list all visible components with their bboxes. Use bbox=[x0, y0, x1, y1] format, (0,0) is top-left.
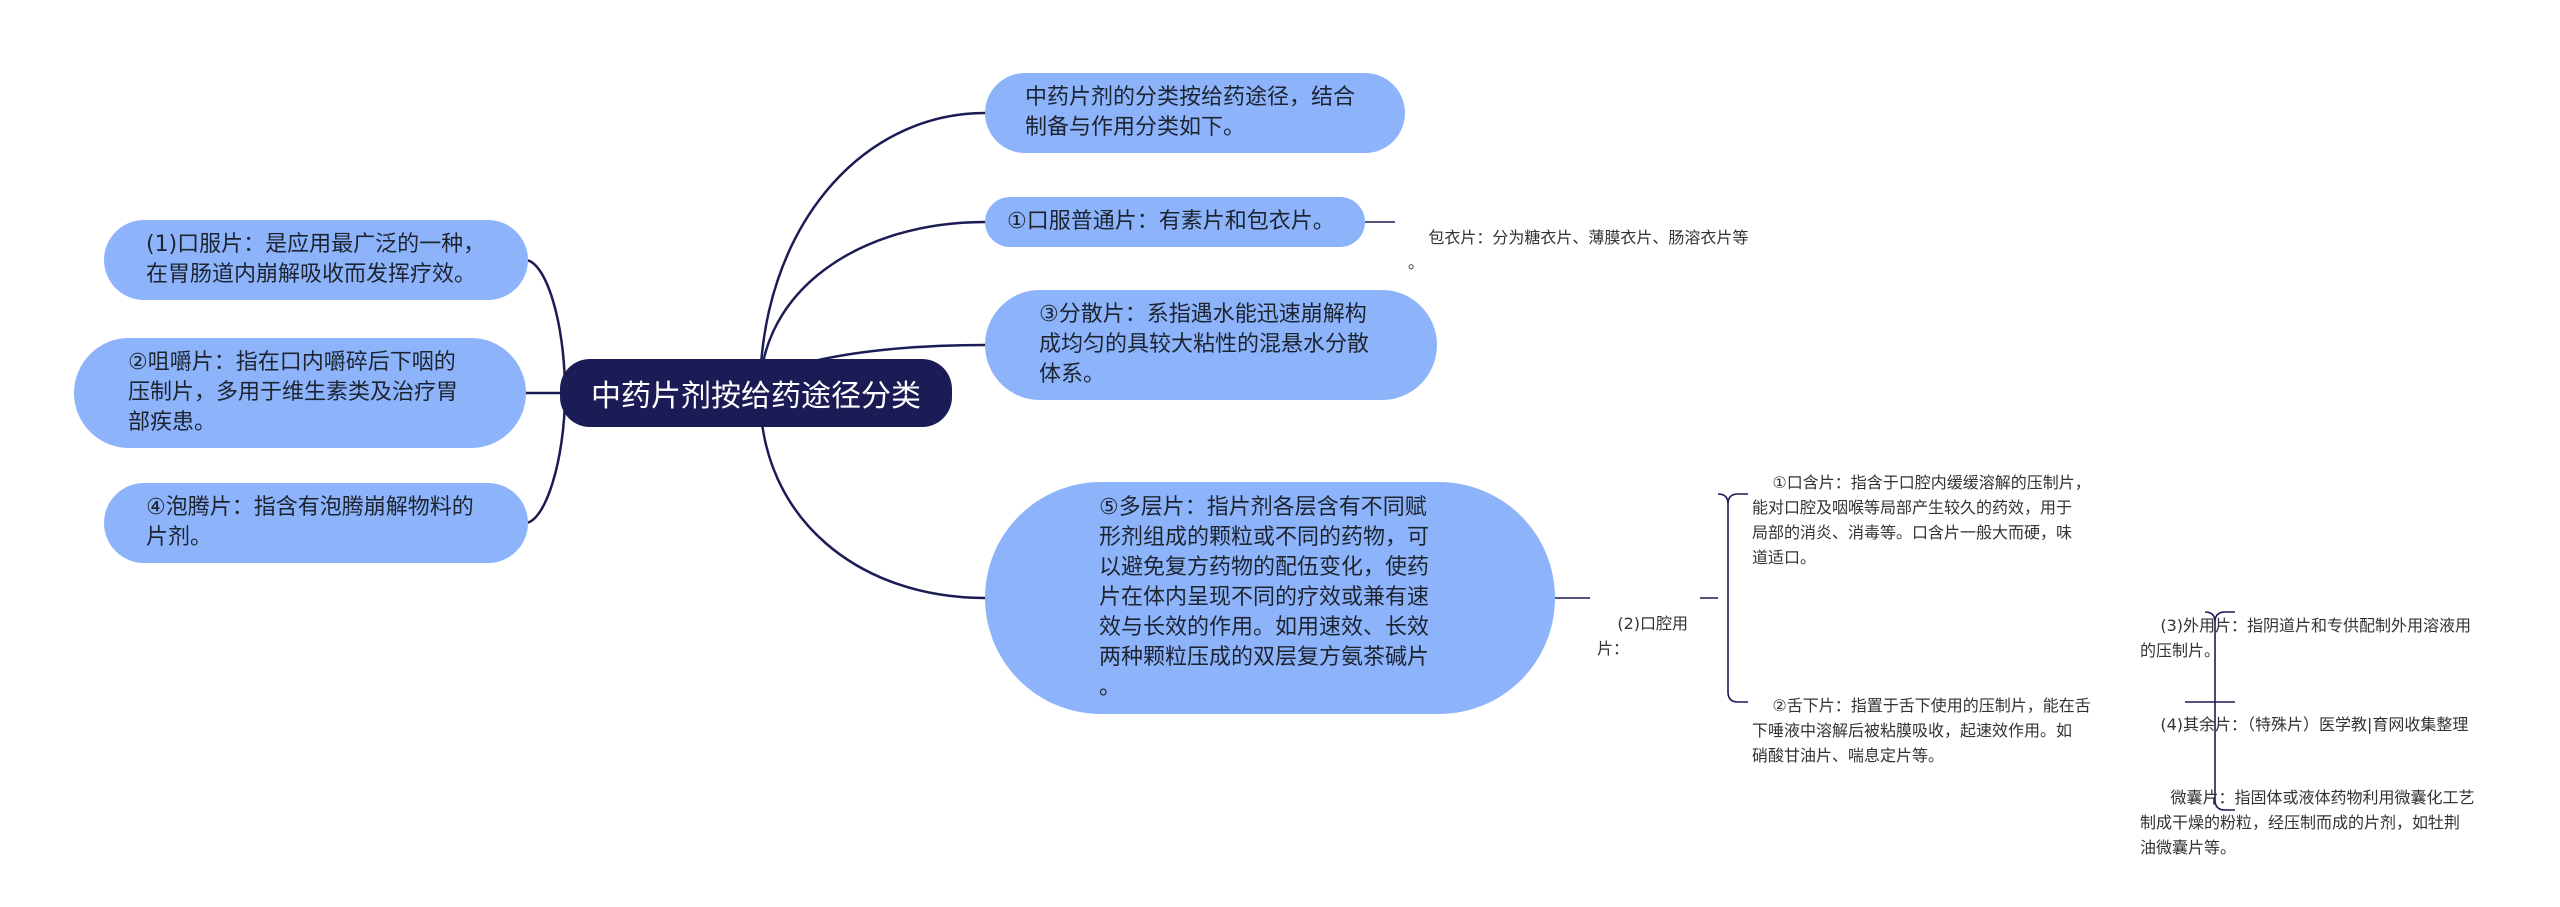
bracket-sublingual bbox=[2185, 611, 2235, 811]
leaf-microcapsule-tablet: 微囊片：指固体或液体药物利用微囊化工艺 制成干燥的粉粒，经压制而成的片剂，如牡荆… bbox=[2140, 760, 2530, 885]
leaf-external-tablet-label: (3)外用片：指阴道片和专供配制外用溶液用 的压制片。 bbox=[2140, 616, 2472, 660]
leaf-coated-tablet: 包衣片：分为糖衣片、薄膜衣片、肠溶衣片等 。 bbox=[1408, 200, 1768, 300]
node-effervescent-tablet-label: ④泡腾片：指含有泡腾崩解物料的 片剂。 bbox=[146, 495, 474, 550]
leaf-sublingual-tablet: ②舌下片：指置于舌下使用的压制片，能在舌 下唾液中溶解后被粘膜吸收，起速效作用。… bbox=[1752, 668, 2132, 793]
node-intro[interactable]: 中药片剂的分类按给药途径，结合 制备与作用分类如下。 bbox=[985, 73, 1405, 153]
link-center-oral bbox=[523, 258, 567, 395]
node-oral-tablet[interactable]: (1)口服片：是应用最广泛的一种， 在胃肠道内崩解吸收而发挥疗效。 bbox=[104, 220, 528, 300]
link-center-multilayer bbox=[758, 391, 987, 600]
leaf-buccal-tablet: ①口含片：指含于口腔内缓缓溶解的压制片， 能对口腔及咽喉等局部产生较久的药效，用… bbox=[1752, 445, 2132, 595]
link-center-oral-plain bbox=[758, 220, 987, 395]
link-center-intro bbox=[758, 111, 987, 395]
leaf-other-tablet: (4)其余片：（特殊片）医学教|育网收集整理 bbox=[2140, 687, 2520, 762]
node-oral-plain-tablet[interactable]: ①口服普通片：有素片和包衣片。 bbox=[985, 197, 1365, 247]
node-intro-label: 中药片剂的分类按给药途径，结合 制备与作用分类如下。 bbox=[1025, 85, 1356, 140]
node-chewable-tablet-label: ②咀嚼片：指在口内嚼碎后下咽的 压制片，多用于维生素类及治疗胃 部疾患。 bbox=[128, 350, 459, 435]
leaf-other-tablet-label: (4)其余片：（特殊片）医学教|育网收集整理 bbox=[2160, 715, 2469, 734]
central-topic-label: 中药片剂按给药途径分类 bbox=[591, 379, 921, 414]
node-chewable-tablet[interactable]: ②咀嚼片：指在口内嚼碎后下咽的 压制片，多用于维生素类及治疗胃 部疾患。 bbox=[74, 338, 526, 448]
node-oral-plain-tablet-label: ①口服普通片：有素片和包衣片。 bbox=[1007, 209, 1335, 234]
leaf-oral-cavity-tablet: (2)口腔用片： bbox=[1597, 586, 1707, 686]
central-topic[interactable]: 中药片剂按给药途径分类 bbox=[560, 359, 952, 427]
node-multilayer-tablet-label: ⑤多层片：指片剂各层含有不同赋 形剂组成的颗粒或不同的药物，可 以避免复方药物的… bbox=[1099, 495, 1430, 700]
node-dispersible-tablet[interactable]: ③分散片：系指遇水能迅速崩解构 成均匀的具较大粘性的混悬水分散 体系。 bbox=[985, 290, 1437, 400]
leaf-external-tablet: (3)外用片：指阴道片和专供配制外用溶液用 的压制片。 bbox=[2140, 588, 2500, 688]
leaf-oral-cavity-tablet-label: (2)口腔用片： bbox=[1597, 614, 1689, 658]
link-center-effervescent bbox=[523, 391, 567, 525]
node-multilayer-tablet[interactable]: ⑤多层片：指片剂各层含有不同赋 形剂组成的颗粒或不同的药物，可 以避免复方药物的… bbox=[985, 482, 1555, 714]
bracket-oral-cavity bbox=[1700, 493, 1748, 703]
leaf-microcapsule-tablet-label: 微囊片：指固体或液体药物利用微囊化工艺 制成干燥的粉粒，经压制而成的片剂，如牡荆… bbox=[2140, 788, 2475, 857]
leaf-coated-tablet-label: 包衣片：分为糖衣片、薄膜衣片、肠溶衣片等 。 bbox=[1408, 228, 1749, 272]
leaf-buccal-tablet-label: ①口含片：指含于口腔内缓缓溶解的压制片， 能对口腔及咽喉等局部产生较久的药效，用… bbox=[1752, 473, 2091, 567]
node-dispersible-tablet-label: ③分散片：系指遇水能迅速崩解构 成均匀的具较大粘性的混悬水分散 体系。 bbox=[1039, 302, 1370, 387]
node-oral-tablet-label: (1)口服片：是应用最广泛的一种， 在胃肠道内崩解吸收而发挥疗效。 bbox=[146, 232, 486, 287]
leaf-sublingual-tablet-label: ②舌下片：指置于舌下使用的压制片，能在舌 下唾液中溶解后被粘膜吸收，起速效作用。… bbox=[1752, 696, 2091, 765]
node-effervescent-tablet[interactable]: ④泡腾片：指含有泡腾崩解物料的 片剂。 bbox=[104, 483, 528, 563]
